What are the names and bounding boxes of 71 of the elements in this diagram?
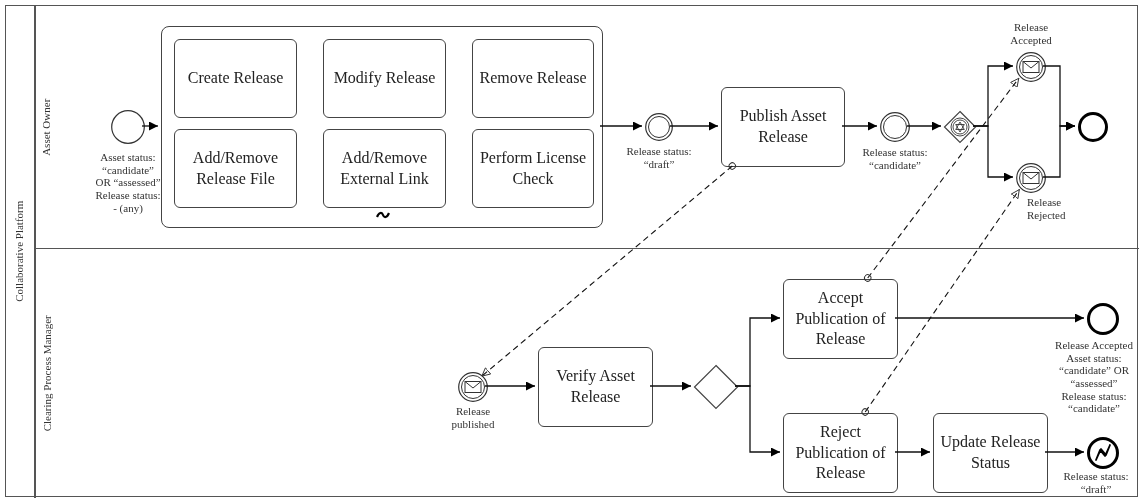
task-box — [933, 413, 1048, 493]
message-event-circle — [458, 372, 488, 402]
task-box — [472, 39, 594, 118]
sequence-flow-arrow — [894, 447, 931, 457]
event-label: Release status: — [1061, 389, 1127, 403]
task-label: Reject Publication of Release — [794, 421, 887, 484]
task-label: Modify Release — [333, 68, 436, 89]
sequence-flow-arrow — [1044, 447, 1085, 457]
event-label: Release Rejected — [1027, 196, 1067, 222]
sequence-flow-arrow — [141, 121, 159, 131]
task-label: Update Release Status — [939, 432, 1042, 473]
sequence-flow-arrow — [484, 381, 536, 391]
error-end-event-circle — [1087, 437, 1119, 469]
task-label: Verify Asset Release — [555, 366, 636, 407]
task-box — [783, 413, 898, 493]
end-event-circle — [1078, 112, 1108, 142]
event-label: “draft” — [1080, 482, 1112, 496]
sequence-flow-arrow — [1042, 121, 1076, 178]
event-label: OR “assessed” — [95, 176, 161, 189]
task-label: Publish Asset Release — [738, 106, 828, 147]
task-box — [323, 39, 446, 118]
gateway-diamond — [694, 365, 738, 409]
event-label: “draft” — [643, 157, 675, 171]
end-event-circle — [1087, 303, 1119, 335]
pool-label: Collaborative Platform — [12, 200, 27, 302]
task-label: Create Release — [187, 68, 284, 89]
message-event-circle — [1016, 163, 1046, 193]
message-event-circle — [1016, 52, 1046, 82]
event-label: “candidate” — [102, 163, 154, 177]
event-label: Release status: — [626, 145, 692, 158]
start-event-circle — [111, 110, 145, 144]
pool-frame — [5, 5, 1138, 497]
task-box — [721, 87, 845, 167]
event-label: Asset status: — [100, 151, 156, 164]
event-label: “candidate” — [1068, 402, 1120, 415]
event-label: Release status: — [862, 146, 928, 159]
event-label: “candidate” — [869, 158, 921, 172]
sequence-flow-arrow — [906, 121, 942, 131]
swimlane — [34, 6, 1139, 249]
subprocess-box — [161, 26, 603, 228]
event-label: Release Accepted — [1055, 339, 1133, 352]
task-box — [538, 347, 653, 427]
sequence-flow-arrow — [669, 121, 719, 131]
task-box — [472, 129, 594, 208]
event-gateway-diamond — [944, 111, 976, 143]
event-label: Asset status: — [1066, 351, 1122, 365]
task-label: Add/Remove Release File — [191, 147, 280, 189]
event-label: Release status: — [1063, 470, 1129, 483]
task-box — [174, 39, 297, 118]
intermediate-event-circle — [880, 112, 910, 142]
sequence-flow-arrow — [894, 313, 1085, 323]
sequence-flow-arrow — [734, 385, 781, 457]
event-label: “candidate” OR “assessed” — [1058, 364, 1130, 390]
event-label: Release Accepted — [1009, 21, 1053, 47]
sequence-flow-arrow — [649, 381, 692, 391]
event-label: Release published — [450, 405, 496, 431]
task-box — [174, 129, 297, 208]
task-label: Remove Release — [479, 68, 587, 89]
lane-label: Asset Owner — [39, 98, 54, 156]
event-label: Release status: — [95, 188, 161, 202]
task-box — [783, 279, 898, 359]
lane-label: Clearing Process Manager — [39, 315, 54, 432]
task-box — [323, 129, 446, 208]
sequence-flow-arrow — [841, 121, 878, 131]
intermediate-event-circle — [645, 113, 673, 141]
sequence-flow-arrow — [972, 125, 1014, 182]
task-label: Add/Remove External Link — [339, 147, 430, 189]
sequence-flow-arrow — [599, 121, 643, 131]
task-label: Accept Publication of Release — [794, 287, 887, 350]
task-label: Perform License Check — [478, 147, 588, 189]
event-label: - (any) — [113, 201, 143, 215]
